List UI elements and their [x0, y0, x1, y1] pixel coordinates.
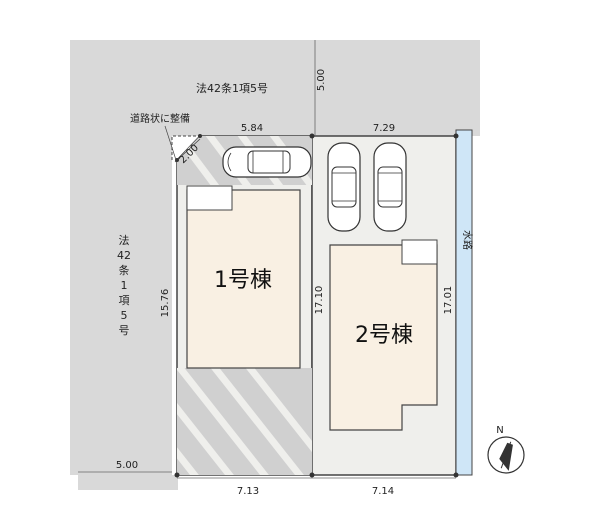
- dim-lot2-bottom: 7.14: [372, 486, 394, 497]
- svg-text:5: 5: [121, 309, 128, 322]
- building-lot1: [186, 189, 301, 369]
- dim-lot1-left: 15.76: [160, 289, 171, 318]
- compass-north-label: N: [496, 425, 503, 436]
- svg-text:法: 法: [119, 233, 130, 247]
- corner-cut-outline: [171, 135, 200, 160]
- corner-cut-dimension-line: [174, 138, 201, 163]
- corner-note-leader: [164, 125, 177, 161]
- svg-text:条: 条: [119, 263, 130, 277]
- dim-left-road-width: 5.00: [116, 460, 138, 471]
- dim-lot2-right: 17.01: [443, 286, 454, 315]
- corner-note-label: 道路状に整備: [130, 112, 190, 125]
- car-lot1: [222, 146, 312, 178]
- car-lot2-left: [327, 142, 361, 232]
- svg-text:42: 42: [117, 249, 131, 262]
- road-top: [70, 40, 480, 490]
- building-lot2-entrance: [401, 239, 438, 265]
- building-lot2-label: 2号棟: [355, 323, 413, 348]
- dim-lot1-top: 5.84: [241, 123, 263, 134]
- dim-lot2-top: 7.29: [373, 123, 395, 134]
- dim-top-road-width: 5.00: [316, 69, 327, 91]
- svg-text:1: 1: [121, 279, 128, 292]
- building-lot1-label: 1号棟: [214, 268, 272, 293]
- water-label: 水路: [461, 230, 474, 250]
- dim-shared-boundary: 17.10: [314, 286, 325, 315]
- north-compass: N: [487, 425, 525, 474]
- car-lot2-right: [373, 142, 407, 232]
- svg-text:水路: 水路: [461, 230, 474, 250]
- lot1-driveway-hatch: [177, 368, 312, 475]
- road-left-label: 法 42 条 1 項 5 号: [117, 233, 131, 337]
- building-lot1-entrance: [186, 185, 233, 211]
- road-left-lower: [78, 475, 178, 490]
- svg-text:号: 号: [119, 324, 130, 337]
- boundary-markers: [174, 133, 459, 478]
- road-top-label: 法42条1項5号: [196, 81, 268, 95]
- water-channel: [455, 129, 473, 476]
- dim-lot1-bottom: 7.13: [237, 486, 259, 497]
- svg-text:項: 項: [119, 294, 130, 307]
